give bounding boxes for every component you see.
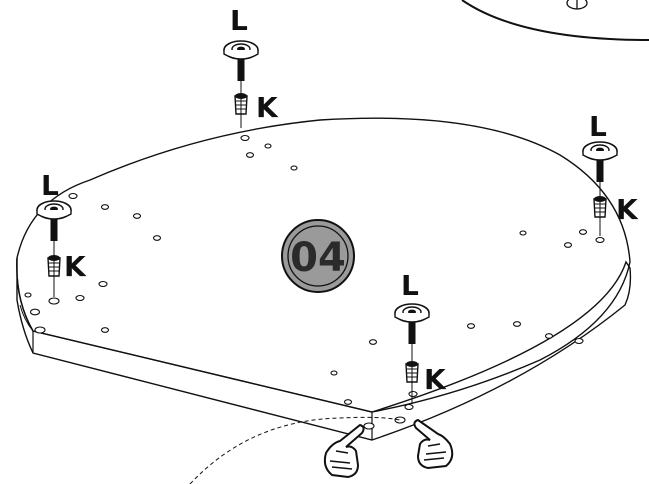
insert-label: K <box>616 193 639 226</box>
fastener-set-right: L K <box>582 110 639 236</box>
step-number: 04 <box>290 235 346 281</box>
fastener-set-left: L K <box>36 169 87 297</box>
step-number-badge: 04 <box>281 219 355 293</box>
detail-zoom-circle <box>461 0 649 41</box>
insert-part <box>405 360 419 383</box>
bolt-part <box>36 200 72 242</box>
pointing-hand-icon <box>413 418 454 470</box>
insert-part <box>234 92 248 115</box>
pointing-hand-icon <box>323 423 365 479</box>
bolt-part <box>394 303 430 345</box>
insert-part <box>593 195 607 218</box>
bolt-label: L <box>230 4 248 37</box>
insert-part <box>47 254 61 277</box>
bolt-label: L <box>401 269 419 302</box>
insert-label: K <box>64 250 87 283</box>
fastener-set-top: L K <box>223 4 279 128</box>
dashed-guide-arc <box>189 416 401 484</box>
pre-drilled-holes <box>24 134 605 430</box>
bolt-part <box>223 40 259 82</box>
fastener-set-front: L K <box>394 269 447 404</box>
bolt-label: L <box>41 169 59 202</box>
insert-label: K <box>256 91 279 124</box>
bolt-label: L <box>589 110 607 143</box>
insert-label: K <box>424 363 447 396</box>
